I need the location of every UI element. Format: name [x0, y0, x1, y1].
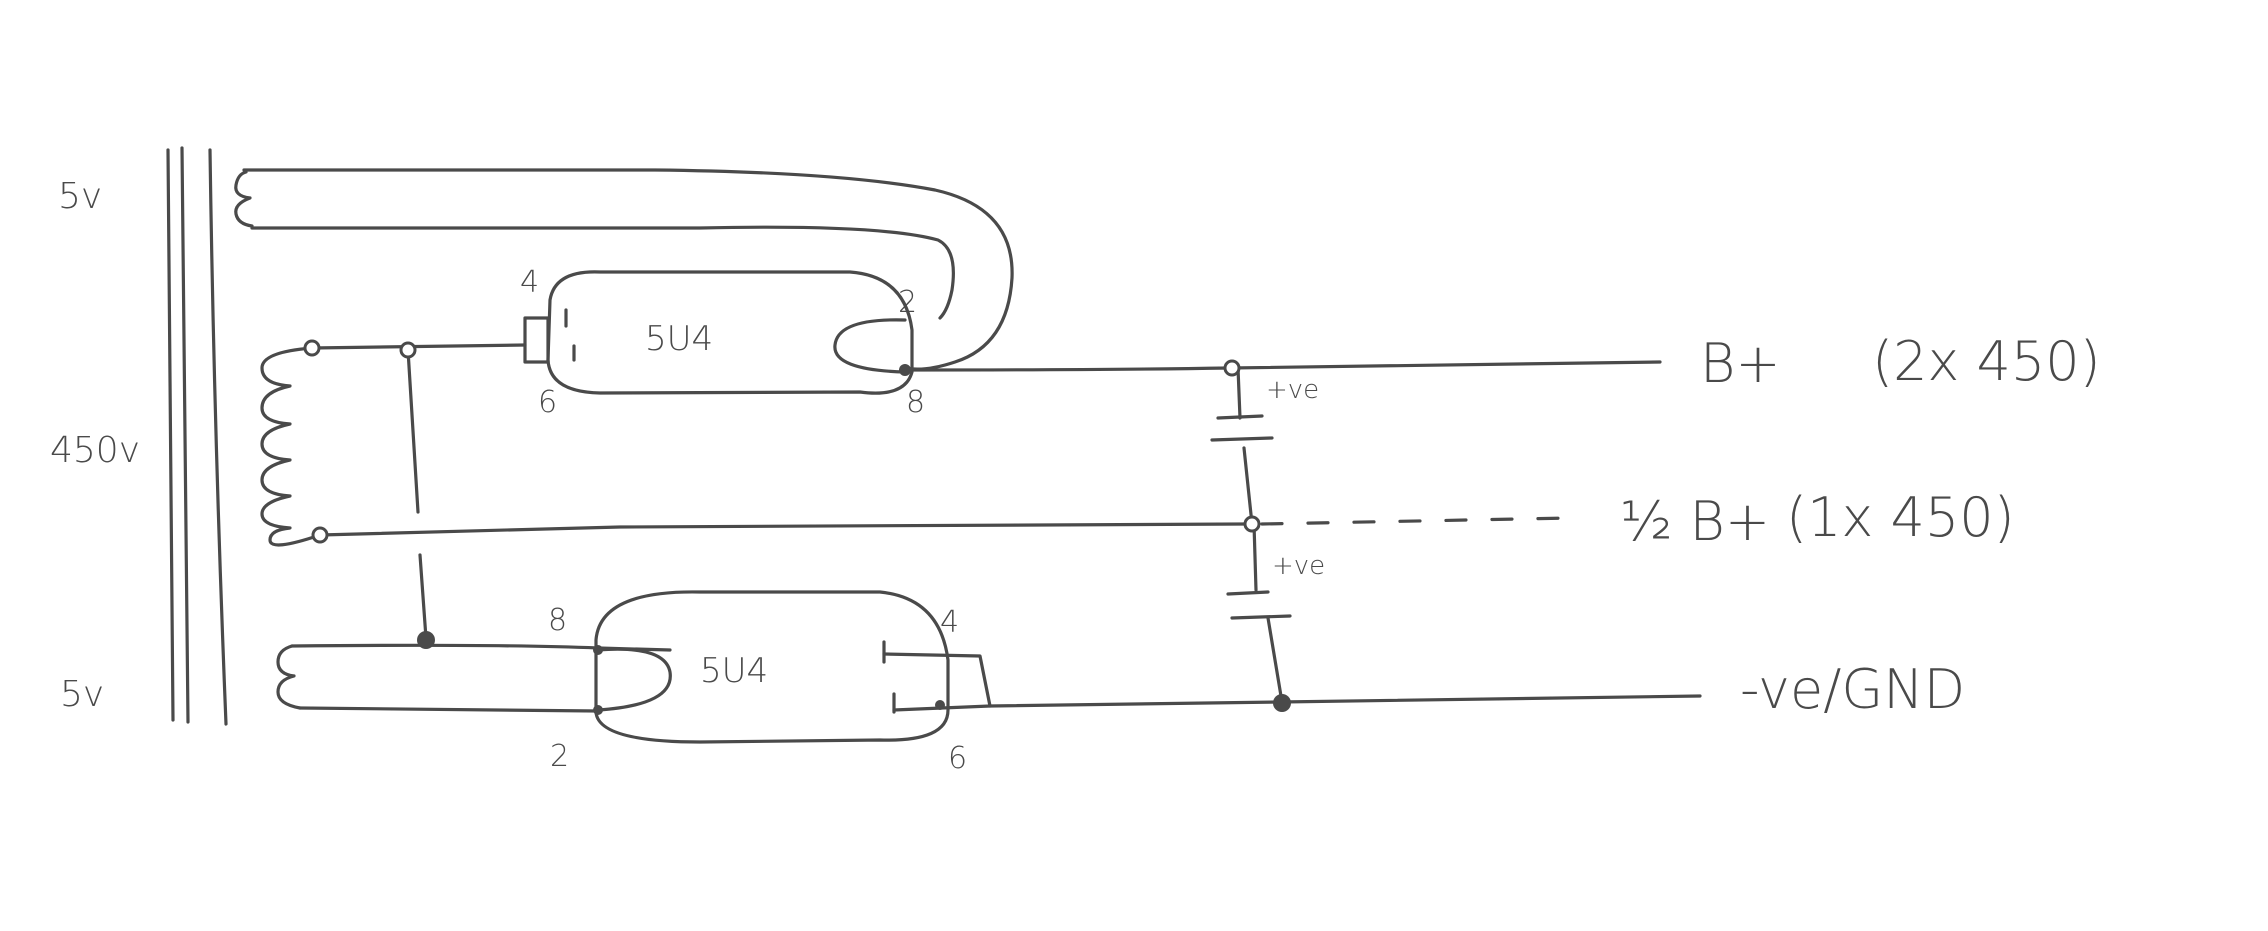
filter-capacitors	[1210, 366, 1292, 704]
bottom-tube-pin-2: 2	[550, 739, 569, 774]
half-bplus-label: ½ B+	[1620, 490, 1770, 553]
lower-capacitor-polarity: +ve	[1272, 551, 1325, 581]
center-tap-rail	[318, 516, 1572, 640]
bottom-rectifier-tube	[594, 590, 992, 744]
bplus-label: B+	[1700, 332, 1781, 395]
ground-rail	[892, 694, 1702, 712]
bottom-tube-pin-8: 8	[548, 603, 567, 638]
ground-label: -ve/GND	[1740, 658, 1965, 721]
top-heater-winding	[234, 168, 1014, 371]
top-tube-pin-8: 8	[906, 385, 925, 420]
hv-top-lead	[310, 316, 550, 514]
hv-secondary-winding	[260, 346, 322, 547]
bplus-note: (2x 450)	[1872, 330, 2101, 393]
half-bplus-note: (1x 450)	[1786, 486, 2015, 549]
bottom-heater-voltage-label: 5v	[60, 674, 104, 715]
top-tube-label: 5U4	[645, 319, 713, 359]
top-heater-voltage-label: 5v	[58, 176, 102, 217]
bottom-tube-pin-4: 4	[940, 605, 959, 640]
upper-capacitor-polarity: +ve	[1266, 375, 1319, 405]
transformer-core	[166, 146, 228, 726]
bottom-tube-pin-6: 6	[948, 741, 967, 776]
top-tube-pin-6: 6	[538, 385, 557, 420]
junction-dots	[303, 339, 1291, 715]
hv-voltage-label: 450v	[50, 430, 140, 471]
top-rectifier-tube	[546, 270, 914, 395]
top-tube-pin-4: 4	[520, 265, 539, 300]
bottom-heater-winding	[276, 643, 672, 713]
bottom-tube-label: 5U4	[700, 651, 768, 691]
bplus-rail	[903, 360, 1662, 372]
top-tube-pin-2: 2	[898, 285, 917, 320]
